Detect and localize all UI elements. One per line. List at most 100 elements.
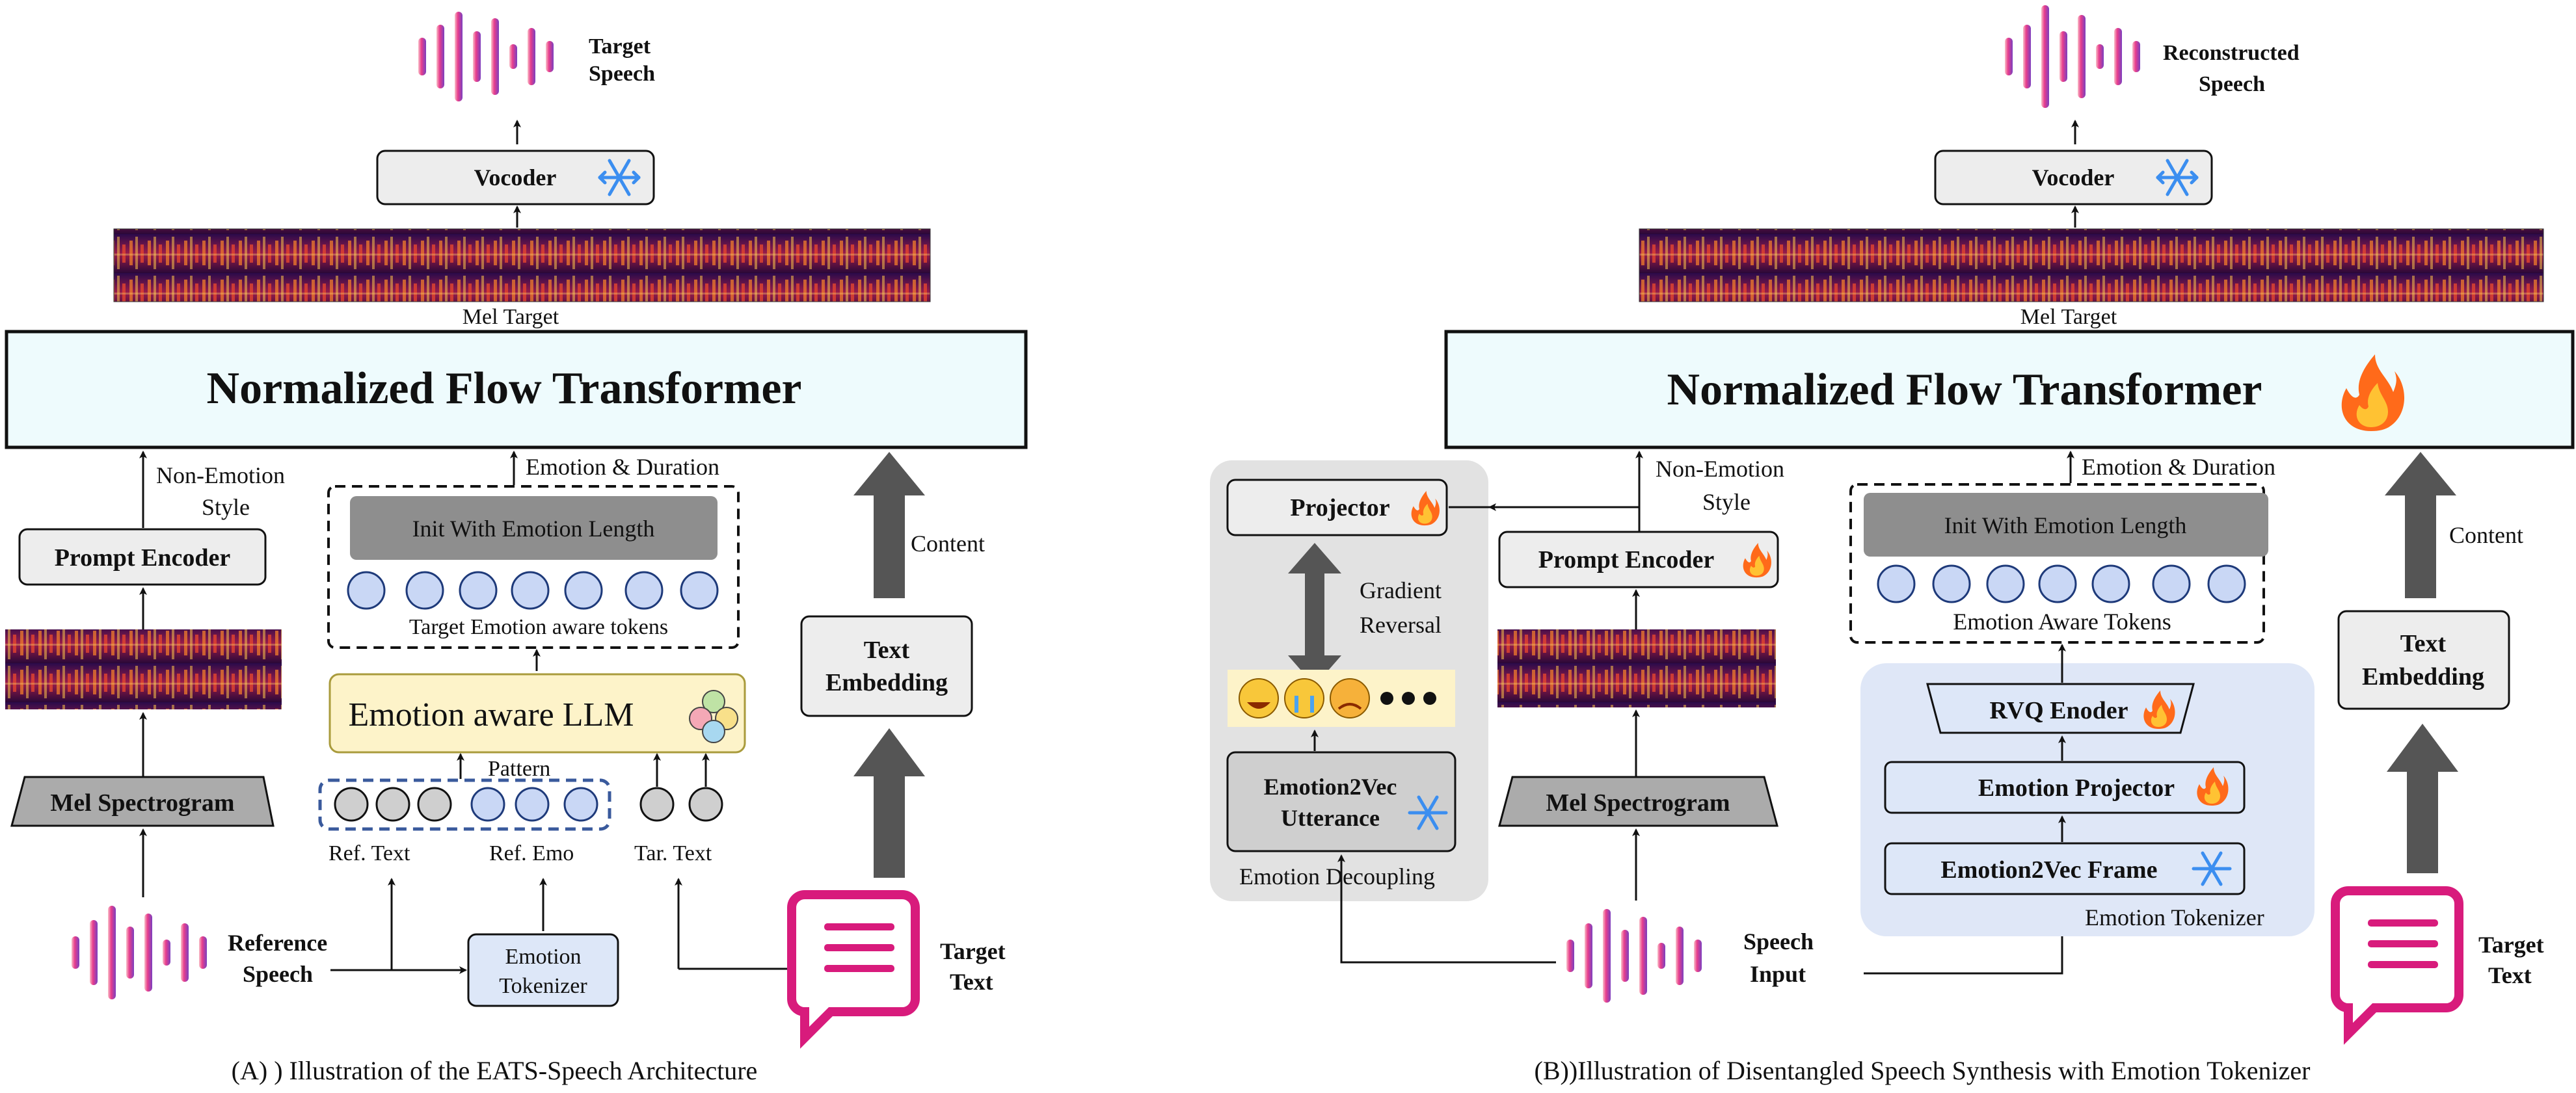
waveform-icon bbox=[1566, 909, 1702, 1003]
emotion2vec-frame-block: Emotion2Vec Frame bbox=[1884, 842, 2246, 895]
emotion-token bbox=[347, 571, 386, 610]
emotion-token bbox=[511, 571, 550, 610]
emotion-projector-label: Emotion Projector bbox=[1978, 774, 2175, 802]
input-mel-spectrogram bbox=[1497, 629, 1776, 707]
chat-bubble-icon bbox=[2331, 886, 2463, 1045]
panel-a-caption: (A) ) Illustration of the EATS-Speech Ar… bbox=[232, 1056, 758, 1085]
emotion-token bbox=[405, 571, 444, 610]
emotion-tokenizer-panel: RVQ Enoder Emotion Projector Emotion2Vec… bbox=[1860, 644, 2314, 936]
reference-mel-spectrogram bbox=[5, 629, 282, 709]
panel-b: Reconstructed Speech Vocoder Mel Target … bbox=[1210, 5, 2575, 1085]
text-embedding-label-2: Embedding bbox=[825, 669, 948, 696]
target-tokens-label: Target Emotion aware tokens bbox=[409, 615, 668, 639]
target-emotion-tokens-group: Init With Emotion Length Target Emotion … bbox=[327, 485, 740, 649]
chat-bubble-icon bbox=[787, 890, 920, 1049]
emotion2vec-utterance-label-1: Emotion2Vec bbox=[1264, 774, 1397, 800]
ref-emo-token bbox=[470, 787, 505, 822]
ref-text-token bbox=[334, 787, 369, 822]
snowflake-icon bbox=[598, 159, 641, 196]
speech-input-label-1: Speech bbox=[1743, 928, 1814, 955]
waveform-icon bbox=[2005, 5, 2140, 108]
mel-spectrogram-b-label: Mel Spectrogram bbox=[1546, 789, 1730, 817]
non-emotion-style-label-1: Non-Emotion bbox=[156, 462, 285, 488]
emotion-token bbox=[1877, 564, 1916, 603]
target-text-b-label-2: Text bbox=[2488, 962, 2532, 988]
tar-text-token bbox=[688, 787, 723, 822]
pattern-token-group bbox=[318, 778, 611, 831]
content-b-label: Content bbox=[2449, 522, 2523, 548]
emotion-token bbox=[1932, 564, 1971, 603]
target-text-label-2: Text bbox=[950, 969, 993, 995]
mel-target-b-spectrogram bbox=[1639, 228, 2544, 302]
init-emotion-length-b-label: Init With Emotion Length bbox=[1944, 512, 2187, 538]
mel-target-b-label: Mel Target bbox=[2020, 305, 2117, 329]
target-text-tokens bbox=[639, 787, 723, 822]
projector-block: Projector bbox=[1226, 479, 1448, 536]
reference-speech-label-2: Speech bbox=[243, 961, 313, 987]
flow-transformer-block: Normalized Flow Transformer bbox=[5, 330, 1028, 449]
emotion-token bbox=[624, 571, 664, 610]
emotion-token bbox=[1986, 564, 2025, 603]
mel-target-spectrogram bbox=[113, 228, 931, 302]
mel-spectrogram-block: Mel Spectrogram bbox=[10, 776, 275, 827]
fire-icon bbox=[2143, 691, 2175, 729]
vocoder-b-label: Vocoder bbox=[2032, 165, 2115, 191]
text-embedding-block: Text Embedding bbox=[800, 615, 973, 717]
emotion-token bbox=[2207, 564, 2246, 603]
emotion-token bbox=[2091, 564, 2130, 603]
speech-input-label-2: Input bbox=[1750, 961, 1806, 987]
prompt-encoder-block: Prompt Encoder bbox=[18, 528, 267, 586]
text-embedding-b-label-2: Embedding bbox=[2362, 663, 2484, 691]
non-emotion-style-label-2: Style bbox=[202, 494, 250, 520]
ref-text-label: Ref. Text bbox=[329, 841, 410, 865]
snowflake-icon bbox=[2192, 851, 2232, 886]
emotion-llm-block: Emotion aware LLM bbox=[329, 673, 746, 754]
reference-speech-label-1: Reference bbox=[228, 930, 327, 956]
ref-emo-token bbox=[515, 787, 550, 822]
emotion-tokenizer-label-2: Tokenizer bbox=[499, 974, 587, 998]
emotion-aware-tokens-group: Init With Emotion Length Emotion Aware T… bbox=[1849, 483, 2268, 644]
prompt-encoder-b-block: Prompt Encoder bbox=[1498, 531, 1779, 588]
gradient-reversal-arrow bbox=[1288, 543, 1341, 686]
tar-text-token bbox=[639, 787, 675, 822]
gradient-reversal-label-1: Gradient bbox=[1360, 577, 1442, 603]
emotion2vec-utterance-block: Emotion2Vec Utterance bbox=[1226, 751, 1456, 852]
mel-spectrogram-b-block: Mel Spectrogram bbox=[1498, 776, 1778, 827]
panel-b-caption: (B))Illustration of Disentangled Speech … bbox=[1535, 1056, 2311, 1085]
flow-transformer-label: Normalized Flow Transformer bbox=[207, 363, 802, 414]
non-emotion-style-b-label-2: Style bbox=[1702, 489, 1751, 515]
emotion-aware-tokens-label: Emotion Aware Tokens bbox=[1953, 609, 2171, 635]
emotion-decoupling-panel: Projector Gradient Reversal bbox=[1210, 460, 1488, 901]
content-b-arrow-lower bbox=[2387, 724, 2458, 873]
panel-a: Target Speech Vocoder Mel Target Normali… bbox=[5, 12, 1028, 1085]
content-arrow-lower bbox=[853, 728, 925, 878]
target-text-b-label-1: Target bbox=[2478, 932, 2544, 958]
snowflake-icon bbox=[1408, 795, 1448, 830]
emotion-token bbox=[459, 571, 498, 610]
reconstructed-speech-label-2: Speech bbox=[2199, 72, 2265, 96]
emotion2vec-utterance-label-2: Utterance bbox=[1281, 805, 1380, 831]
emoji-faces-icon bbox=[1228, 670, 1455, 727]
content-label: Content bbox=[911, 531, 985, 557]
emotion-decoupling-label: Emotion Decoupling bbox=[1239, 863, 1435, 889]
emotion-token bbox=[2038, 564, 2077, 603]
fire-icon bbox=[2197, 767, 2229, 806]
emotion-tokenizer-b-label: Emotion Tokenizer bbox=[2085, 904, 2264, 930]
waveform-icon bbox=[418, 12, 554, 101]
pattern-label: Pattern bbox=[488, 757, 550, 781]
ref-emo-token bbox=[563, 787, 598, 822]
target-speech-label-1: Target bbox=[589, 34, 651, 59]
emotion-duration-b-label: Emotion & Duration bbox=[2082, 454, 2275, 480]
reference-speech-waveform: Reference Speech bbox=[72, 906, 327, 999]
ref-text-token bbox=[375, 787, 410, 822]
text-embedding-b-label-1: Text bbox=[2400, 630, 2447, 657]
emotion-duration-label: Emotion & Duration bbox=[526, 454, 719, 480]
waveform-icon bbox=[72, 906, 207, 999]
snowflake-icon bbox=[2156, 159, 2199, 196]
reconstructed-speech-label-1: Reconstructed bbox=[2163, 41, 2300, 65]
mel-spectrogram-label: Mel Spectrogram bbox=[50, 789, 234, 817]
emoji-faces-icon bbox=[689, 690, 738, 743]
gradient-reversal-label-2: Reversal bbox=[1360, 612, 1442, 638]
fire-icon bbox=[2341, 354, 2405, 431]
